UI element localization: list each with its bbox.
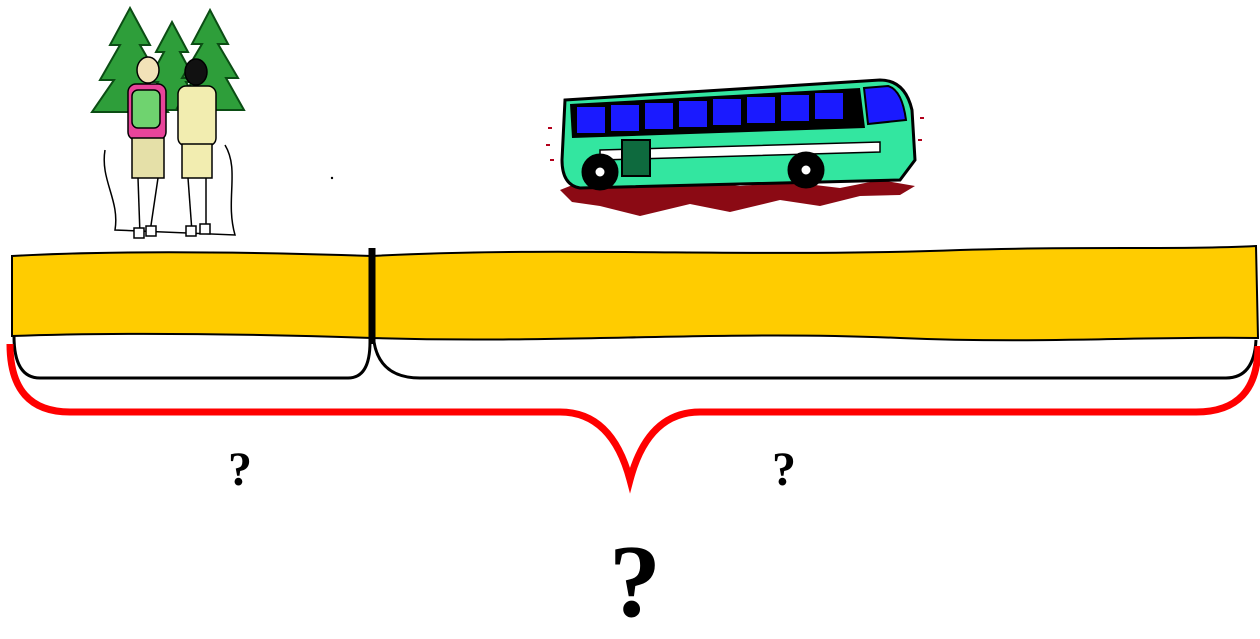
hiker-right-icon: [177, 58, 217, 237]
brace-bus-part: [372, 339, 1258, 380]
pine-trees-icon: [90, 5, 246, 113]
road-strip: [11, 244, 1260, 344]
hiker-left-icon: [127, 56, 167, 239]
bus-icon: [546, 78, 924, 216]
walk-distance-label: ?: [228, 443, 252, 496]
stray-dot: [330, 176, 334, 180]
total-distance-label: ?: [609, 524, 661, 639]
bus-distance-label: ?: [772, 443, 796, 496]
road-segment-bus: [371, 244, 1260, 342]
road-segment-walk: [11, 251, 373, 340]
brace-walk-part: [12, 335, 372, 380]
hikers-walking-icon: [90, 5, 246, 239]
brace-total: [6, 343, 1260, 494]
